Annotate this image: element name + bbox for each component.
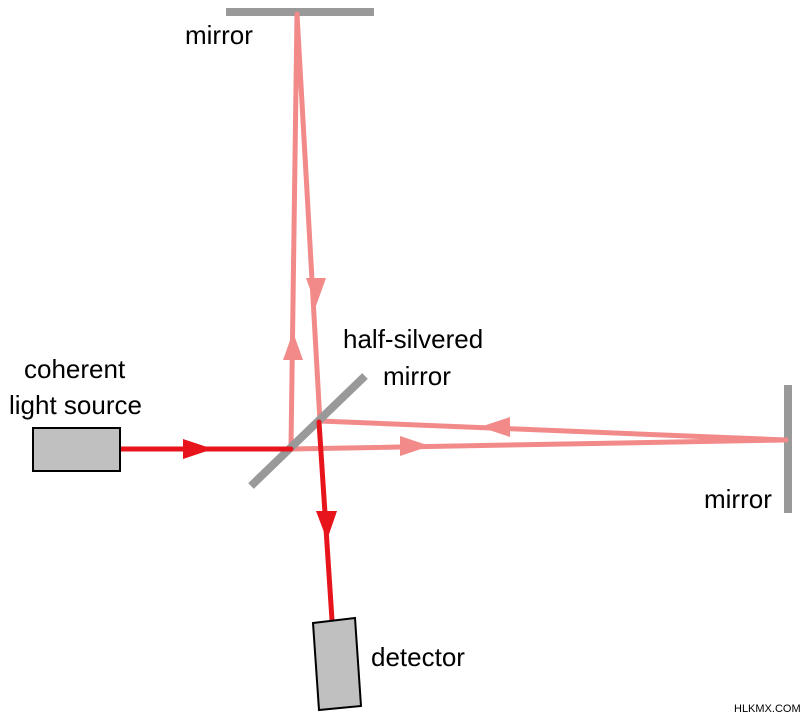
source-label-line2: light source <box>9 390 142 420</box>
detector-box <box>311 616 363 712</box>
strong-beams <box>117 419 335 623</box>
light-source-box <box>32 427 121 472</box>
strong-beam-arrows <box>183 439 337 540</box>
beam-up-to-top-mirror <box>288 11 300 450</box>
splitter-label-line2: mirror <box>383 361 451 391</box>
beam-down-from-top-mirror <box>294 11 323 425</box>
arrow-left-icon <box>480 417 510 437</box>
beam-to-right-mirror <box>288 437 789 452</box>
arrow-up-icon <box>283 332 303 360</box>
arrow-down-icon <box>306 278 326 306</box>
split-beam-arrows <box>283 278 510 456</box>
watermark: HLKMX.COM <box>734 703 800 715</box>
source-label-line1: coherent <box>24 354 126 384</box>
right-mirror-label: mirror <box>704 484 772 514</box>
arrow-down-icon <box>316 511 337 540</box>
arrow-right-icon <box>183 439 213 459</box>
top-mirror-label: mirror <box>185 20 253 50</box>
splitter-label-line1: half-silvered <box>343 324 483 354</box>
detector-label: detector <box>371 642 465 672</box>
split-beams <box>288 11 789 452</box>
half-silvered-mirror <box>248 373 368 489</box>
arrow-right-icon <box>400 436 430 456</box>
beam-back-from-right-mirror <box>317 418 789 443</box>
